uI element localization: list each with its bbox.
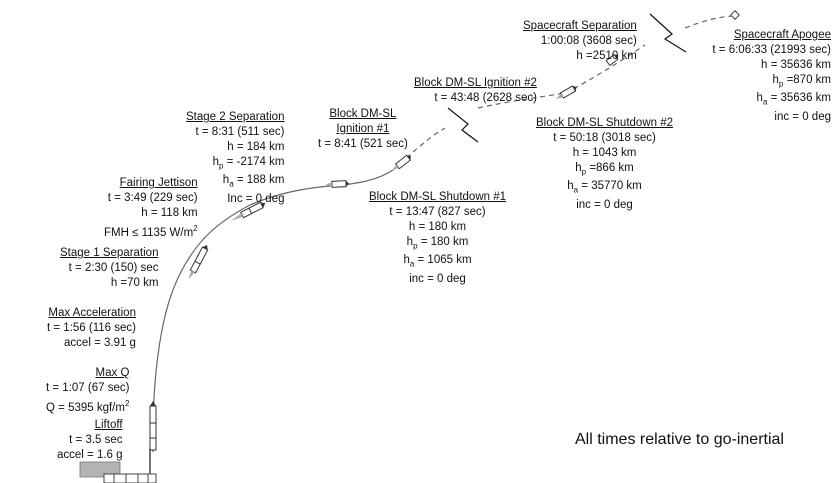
label-line: h = 184 km [227,141,285,153]
coast-trajectory-2 [477,92,567,109]
label-line: inc = 0 deg [409,272,466,285]
label-line: t = 8:31 (511 sec) [195,126,285,138]
vehicle-liftoff [149,401,157,451]
label-line: t = 50:18 (3018 sec) [553,132,656,144]
label-line: t = 13:47 (827 sec) [389,206,486,218]
label-line: t = 3:49 (229 sec) [107,192,198,204]
vehicle-ignition-2 [555,85,577,99]
label-title: Stage 1 Separation [60,247,159,259]
label-line: ha = 35636 km [756,92,831,107]
label-title: Block DM-SL Shutdown #2 [536,117,674,129]
vehicle-stage1-sep [188,244,209,280]
label-line: inc = 0 deg [774,110,831,123]
label-title: Stage 2 Separation [186,111,285,123]
label-spacecraft-apogee: Spacecraft Apogee t = 6:06:33 (21993 sec… [712,28,831,125]
label-liftoff: Liftoff t = 3.5 sec accel = 1.6 g [57,418,123,463]
label-line: t = 8:41 (521 sec) [318,138,408,150]
vehicle-fairing-jettison [230,201,266,221]
label-line: t = 1:07 (67 sec) [46,382,130,394]
label-line: h =70 km [110,277,159,289]
label-fairing-jettison: Fairing Jettison t = 3:49 (229 sec) h = … [104,176,198,241]
label-title: Spacecraft Separation [523,20,637,32]
vehicle-spacecraft-sep [605,53,619,67]
label-stage-1-separation: Stage 1 Separation t = 2:30 (150) sec h … [60,246,158,291]
label-max-q: Max Q t = 1:07 (67 sec) Q = 5395 kgf/m2 [46,366,129,416]
label-line: ha = 1065 km [403,254,472,269]
coast-trajectory-4 [684,15,737,29]
label-shutdown-1: Block DM-SL Shutdown #1 t = 13:47 (827 s… [369,190,506,287]
label-max-acceleration: Max Acceleration t = 1:56 (116 sec) acce… [47,306,136,351]
label-line: hp =870 km [772,74,831,89]
label-title: Fairing Jettison [119,177,198,189]
label-title: Spacecraft Apogee [733,29,831,41]
label-line: ha = 188 km [222,174,285,189]
coast-trajectory-3 [565,44,646,94]
label-title: Ignition #1 [336,123,390,135]
label-line: hp = -2174 km [212,156,285,171]
time-break-symbol-2 [649,13,687,53]
label-line: t = 2:30 (150) sec [68,262,159,274]
label-title: Block DM-SL Shutdown #1 [369,191,507,203]
label-ignition-1: Block DM-SL Ignition #1 t = 8:41 (521 se… [318,107,408,152]
launch-pad [79,448,157,483]
label-line: h = 180 km [408,221,467,233]
label-line: inc = 0 deg [576,198,633,211]
footnote: All times relative to go-inertial [575,431,784,448]
label-line: hp =866 km [575,162,634,177]
vehicle-ignition-1 [391,154,412,171]
label-spacecraft-separation: Spacecraft Separation 1:00:08 (3608 sec)… [523,19,637,64]
label-ignition-2: Block DM-SL Ignition #2 t = 43:48 (2628 … [414,76,537,106]
label-title: Block DM-SL Ignition #2 [414,77,537,89]
label-stage-2-separation: Stage 2 Separation t = 8:31 (511 sec) h … [186,110,284,207]
label-title: Max Q [95,367,130,379]
time-break-symbol-1 [447,107,479,143]
label-shutdown-2: Block DM-SL Shutdown #2 t = 50:18 (3018 … [536,116,673,213]
label-line: h = 35636 km [760,59,831,71]
label-line: Q = 5395 kgf/m2 [46,399,130,414]
label-line: h = 1043 km [572,147,637,159]
label-line: t = 6:06:33 (21993 sec) [712,44,831,56]
label-line: hp = 180 km [406,236,469,251]
label-line: 1:00:08 (3608 sec) [540,35,637,47]
label-line: Inc = 0 deg [227,192,285,205]
label-title: Max Acceleration [48,307,136,319]
label-line: t = 1:56 (116 sec) [47,322,136,334]
label-title: Block DM-SL [329,108,397,120]
label-line: t = 3.5 sec [69,434,123,446]
label-line: t = 43:48 (2628 sec) [434,92,537,104]
label-line: accel = 3.91 g [64,337,136,349]
vehicle-stage2-sep [325,180,349,188]
label-line: ha = 35770 km [567,180,642,195]
apogee-marker [730,10,740,20]
label-line: accel = 1.6 g [57,449,123,461]
label-title: Liftoff [94,419,123,431]
label-line: h =2510 km [576,50,637,62]
label-line: h = 118 km [141,207,198,219]
label-line: FMH ≤ 1135 W/m2 [104,224,198,239]
